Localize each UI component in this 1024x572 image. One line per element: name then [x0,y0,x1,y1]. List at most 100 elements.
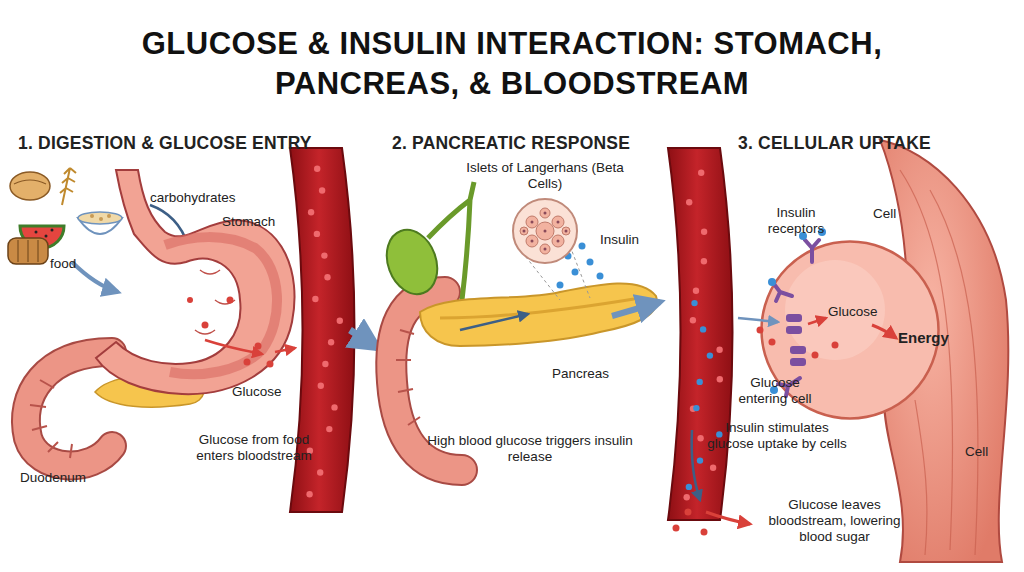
note: Glucose from food enters bloodstream [192,432,316,464]
note: High blood glucose triggers insulin rele… [418,433,642,465]
food-icons [45,235,48,238]
note: Glucose leaves bloodstream, lowering blo… [752,497,917,545]
glucose-arrow [738,318,896,359]
gallbladder [378,223,446,301]
duodenum [396,330,420,425]
red-blood-cell [308,209,314,215]
red-blood-cell [306,491,312,497]
beta-cell [552,216,564,228]
node-text: Glucose [828,304,878,320]
insulin-molecule [700,326,706,332]
pancreas [460,314,528,330]
flow-arrow [612,302,660,316]
flow-arrow [350,330,378,348]
node-heading: Islets of Langerhans (Beta Cells) [462,160,628,192]
cell-nucleus [557,240,560,243]
red-blood-cell [314,231,320,237]
islet-circle: Islets of Langerhans (Beta Cells) [512,198,578,264]
stomach [96,170,295,394]
glucose-arrow [812,352,819,359]
glucose-arrow [267,361,274,368]
red-blood-cell [317,469,323,475]
red-blood-cell [328,339,334,345]
food-icons [8,238,48,264]
insulin-receptor [774,284,792,301]
cell-nucleus [557,221,560,224]
beta-cell [526,216,538,228]
glucose-arrow [808,318,826,324]
red-blood-cell [314,166,320,172]
glucose-arrow [832,342,839,349]
red-blood-cell [686,199,692,205]
red-blood-cell [698,170,704,176]
title: GLUCOSE & INSULIN INTERACTION: STOMACH, … [132,24,892,104]
cell-nucleus [544,248,547,251]
duodenum [26,352,112,465]
glucose-transporter [786,326,802,334]
red-blood-cell [716,347,722,353]
cell-nucleus [544,212,547,215]
beta-cell [540,208,550,218]
stomach [195,270,235,334]
outflow-arrow [701,529,708,536]
red-blood-cell [318,383,324,389]
red-blood-cell [337,318,343,324]
section-heading: 3. CELLULAR UPTAKE [738,133,931,153]
stomach [202,322,209,329]
beta-cell [562,227,570,235]
cell-nucleus [531,240,534,243]
red-blood-cell [701,258,707,264]
stomach [96,170,295,394]
insulin-molecule [697,457,703,463]
red-blood-cell [690,317,696,323]
red-blood-cell [319,187,325,193]
outflow-arrow [692,430,700,500]
flow-arrow [612,302,660,316]
red-blood-cell [710,465,716,471]
glucose-arrow [769,339,776,346]
food-icons [107,214,111,218]
stomach [187,297,193,303]
part-label: Insulin receptors [756,205,836,237]
outflow-arrow [673,525,680,532]
food-icons [60,168,76,205]
gallbladder [428,182,474,300]
part-label: Pancreas [552,366,609,382]
pancreas [440,298,640,318]
beta-cell [552,235,564,247]
red-blood-cell [717,376,723,382]
stomach [165,237,277,374]
part-label: food [50,256,76,272]
glucose-arrow [757,327,764,334]
blood-vessel [668,148,733,520]
red-blood-cell [693,288,699,294]
cell-highlight [785,260,885,360]
part-label: Insulin [600,232,639,248]
food-icons [51,229,54,232]
red-blood-cell [321,252,327,258]
insulin-molecule [597,273,604,280]
red-blood-cell [331,404,337,410]
flow-arrow [72,262,118,292]
insulin-molecule [693,405,699,411]
cell-nucleus [523,230,526,233]
insulin-molecule [587,259,594,266]
insulin-molecule [579,243,586,250]
duodenum [26,352,112,465]
red-blood-cell [697,435,703,441]
blood-vessel [668,148,733,520]
insulin-receptor [768,228,826,396]
red-blood-cell [312,296,318,302]
section-heading: 2. PANCREATIC RESPONSE [392,133,630,153]
stomach [227,297,234,304]
insulin-molecule [707,352,713,358]
insulin-receptor [805,240,819,262]
beta-cell [540,244,550,254]
flow-arrow [350,330,378,348]
glucose-transporter [790,346,806,354]
outflow-arrow [685,509,692,516]
insulin-molecule [572,269,579,276]
food-icons [90,214,94,218]
red-blood-cell [684,494,690,500]
